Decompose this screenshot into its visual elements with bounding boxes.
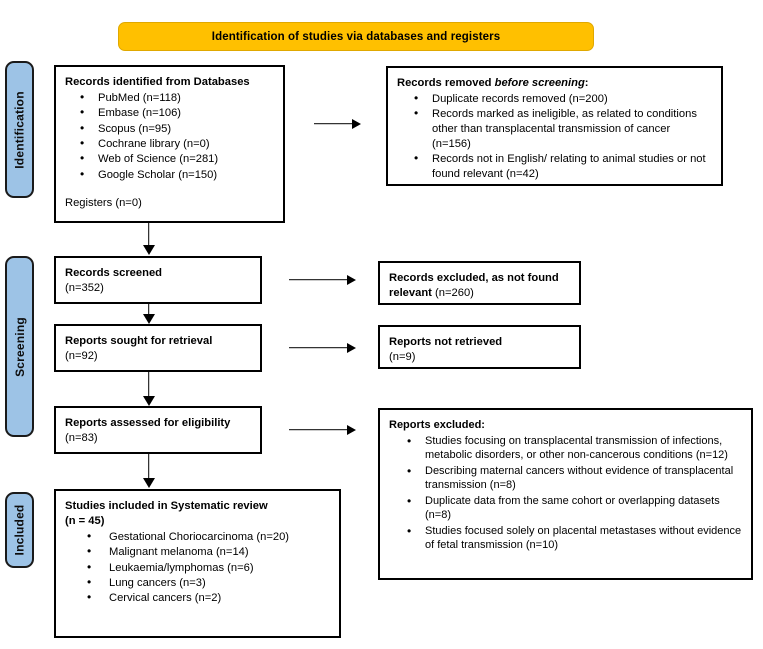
arrow-right-icon [289, 424, 356, 435]
arrow-shaft [289, 278, 347, 281]
box-heading: Records removed before screening: [397, 76, 712, 91]
box-heading: Records identified from Databases [65, 76, 250, 88]
list-item: Lung cancers (n=3) [87, 575, 330, 591]
box-count: (n=352) [65, 281, 104, 294]
box-heading: Records excluded, as not found relevant … [389, 271, 570, 301]
arrow-head [142, 314, 155, 324]
list-item: Studies focusing on transplacental trans… [407, 433, 742, 463]
box-records-removed-before-screening: Records removed before screening: Duplic… [386, 66, 723, 186]
arrow-right-icon [289, 274, 356, 285]
arrow-head [347, 274, 356, 285]
box-reports-assessed-for-eligibility: Reports assessed for eligibility (n=83) [54, 406, 262, 454]
heading-post: : [584, 77, 589, 89]
list-item: Cervical cancers (n=2) [87, 590, 330, 606]
box-heading: Reports sought for retrieval [65, 335, 213, 347]
arrow-right-icon [289, 342, 356, 353]
arrow-shaft [147, 372, 150, 397]
stage-label-included: Included [12, 504, 27, 556]
heading-italic: before screening [494, 77, 585, 89]
box-count: (n = 45) [65, 514, 105, 527]
arrow-shaft [147, 454, 150, 479]
list-item: Embase (n=106) [80, 105, 274, 121]
arrow-head [347, 342, 356, 353]
stage-tab-included: Included [5, 492, 34, 568]
box-records-excluded: Records excluded, as not found relevant … [378, 261, 581, 305]
arrow-down-icon [142, 223, 155, 255]
heading-text: Records excluded, as not found relevant [389, 272, 559, 299]
list-item: Google Scholar (n=150) [80, 167, 274, 183]
list-item: Cochrane library (n=0) [80, 136, 274, 152]
list-item: Records not in English/ relating to anim… [414, 151, 712, 182]
arrow-shaft [289, 346, 347, 349]
list-item: PubMed (n=118) [80, 90, 274, 106]
list-item: Describing maternal cancers without evid… [407, 463, 742, 493]
stage-label-identification: Identification [12, 90, 27, 169]
stage-tab-screening: Screening [5, 256, 34, 437]
arrow-head [142, 478, 155, 488]
list-item: Gestational Choriocarcinoma (n=20) [87, 529, 330, 545]
box-reports-sought-for-retrieval: Reports sought for retrieval (n=92) [54, 324, 262, 372]
box-reports-not-retrieved: Reports not retrieved (n=9) [378, 325, 581, 369]
heading-pre: Records removed [397, 77, 495, 89]
arrow-down-icon [142, 304, 155, 324]
records-identified-list: PubMed (n=118) Embase (n=106) Scopus (n=… [65, 90, 274, 183]
list-item: Duplicate data from the same cohort or o… [407, 493, 742, 523]
box-studies-included: Studies included in Systematic review (n… [54, 489, 341, 638]
banner-title: Identification of studies via databases … [211, 30, 501, 43]
list-item: Records marked as ineligible, as related… [414, 106, 712, 152]
box-heading: Records screened [65, 267, 163, 279]
registers-count: Registers (n=0) [65, 196, 142, 209]
list-item: Duplicate records removed (n=200) [414, 91, 712, 107]
box-reports-excluded: Reports excluded: Studies focusing on tr… [378, 408, 753, 580]
box-heading: Reports excluded: [389, 419, 485, 431]
records-removed-list: Duplicate records removed (n=200) Record… [397, 91, 712, 182]
box-count: (n=92) [65, 349, 98, 362]
box-count: (n=83) [65, 431, 98, 444]
stage-label-screening: Screening [12, 316, 27, 377]
box-records-screened: Records screened (n=352) [54, 256, 262, 304]
arrow-down-icon [142, 372, 155, 406]
list-item: Leukaemia/lymphomas (n=6) [87, 560, 330, 576]
arrow-right-icon [314, 118, 361, 129]
reports-excluded-list: Studies focusing on transplacental trans… [389, 433, 742, 553]
box-count: (n=260) [435, 286, 474, 299]
list-item: Scopus (n=95) [80, 121, 274, 137]
arrow-head [142, 245, 155, 255]
studies-included-list: Gestational Choriocarcinoma (n=20) Malig… [65, 529, 330, 606]
identification-banner: Identification of studies via databases … [118, 22, 594, 51]
list-item: Studies focused solely on placental meta… [407, 523, 742, 553]
arrow-shaft [314, 122, 352, 125]
list-item: Web of Science (n=281) [80, 151, 274, 167]
arrow-shaft [147, 304, 150, 315]
arrow-shaft [289, 428, 347, 431]
stage-tab-identification: Identification [5, 61, 34, 198]
arrow-head [142, 396, 155, 406]
box-records-identified: Records identified from Databases PubMed… [54, 65, 285, 223]
arrow-shaft [147, 223, 150, 246]
box-heading: Reports not retrieved [389, 336, 503, 348]
list-item: Malignant melanoma (n=14) [87, 544, 330, 560]
box-heading: Studies included in Systematic review [65, 500, 268, 512]
arrow-down-icon [142, 454, 155, 488]
arrow-head [347, 424, 356, 435]
box-count: (n=9) [389, 350, 416, 363]
arrow-head [352, 118, 361, 129]
box-heading: Reports assessed for eligibility [65, 417, 231, 429]
